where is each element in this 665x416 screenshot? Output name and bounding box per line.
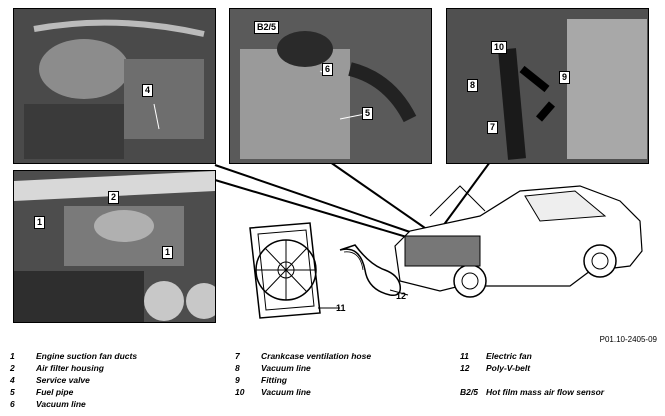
callout-9: 9 (559, 71, 571, 84)
callout-6: 6 (322, 63, 334, 76)
poly-v-belt-drawing (339, 244, 409, 297)
photo-engine-mid: B2/5 6 5 (229, 8, 432, 164)
callout-4: 4 (142, 84, 154, 97)
photo-engine-right: 10 8 9 7 (446, 8, 649, 164)
callout-1-left: 1 (34, 216, 46, 229)
figure-reference: P01.10-2405-09 (599, 335, 657, 344)
electric-fan-drawing (249, 222, 340, 319)
label-12: 12 (396, 291, 407, 301)
callout-7: 7 (487, 121, 499, 134)
photo-engine-bay: 2 1 1 (13, 170, 216, 323)
photo-engine-left: 4 (13, 8, 216, 164)
callout-10: 10 (491, 41, 508, 54)
callout-1-right: 1 (162, 246, 174, 259)
callout-2: 2 (108, 191, 120, 204)
label-11: 11 (336, 303, 346, 313)
car-drawing (394, 185, 643, 298)
callout-5: 5 (362, 107, 374, 120)
callout-8: 8 (467, 79, 479, 92)
callout-b2-5: B2/5 (254, 21, 280, 34)
